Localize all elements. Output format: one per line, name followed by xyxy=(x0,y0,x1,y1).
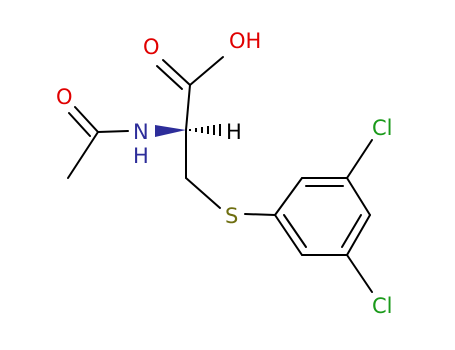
bond-ch2-s xyxy=(185,177,221,209)
atom-label-carbonyl-oxygen: O xyxy=(143,35,160,59)
atom-label-chlorine-bottom: Cl xyxy=(372,294,393,318)
atom-label-sulfur: S xyxy=(225,204,238,228)
bond-ring-cl-top xyxy=(346,139,373,179)
bond-acetyl-co-a xyxy=(74,106,99,133)
atom-label-oh: OH xyxy=(229,29,261,53)
bond-n-acetyl-c xyxy=(97,130,129,133)
bond-ring-cl-bottom xyxy=(346,254,373,293)
bond-ring-3 xyxy=(346,177,371,216)
atom-label-acetyl-oxygen: O xyxy=(56,85,73,109)
bond-ring-inner-3 xyxy=(283,214,307,248)
bond-ring-inner-2 xyxy=(341,214,362,248)
bond-ring-1 xyxy=(274,177,303,216)
stereo-wedge-n xyxy=(155,125,186,137)
bond-acetyl-co-b xyxy=(68,112,91,137)
atom-label-stereo-hydrogen: H xyxy=(226,120,242,144)
bond-acetyl-methyl xyxy=(67,131,99,179)
bond-carboxyl-oh xyxy=(189,56,224,86)
bond-ring-6 xyxy=(274,214,303,256)
bond-s-ring xyxy=(244,213,276,216)
bond-carboxyl-co-b xyxy=(156,65,183,90)
atom-label-chlorine-top: Cl xyxy=(372,116,393,140)
bond-alpha-carboxyl xyxy=(185,84,191,131)
atom-label-nitrogen: N xyxy=(133,120,149,144)
bond-ring-4 xyxy=(346,214,371,256)
stereo-hash-h xyxy=(189,124,221,136)
atom-label-nh-hydrogen: H xyxy=(133,144,149,168)
bond-carboxyl-co-a xyxy=(162,59,191,86)
